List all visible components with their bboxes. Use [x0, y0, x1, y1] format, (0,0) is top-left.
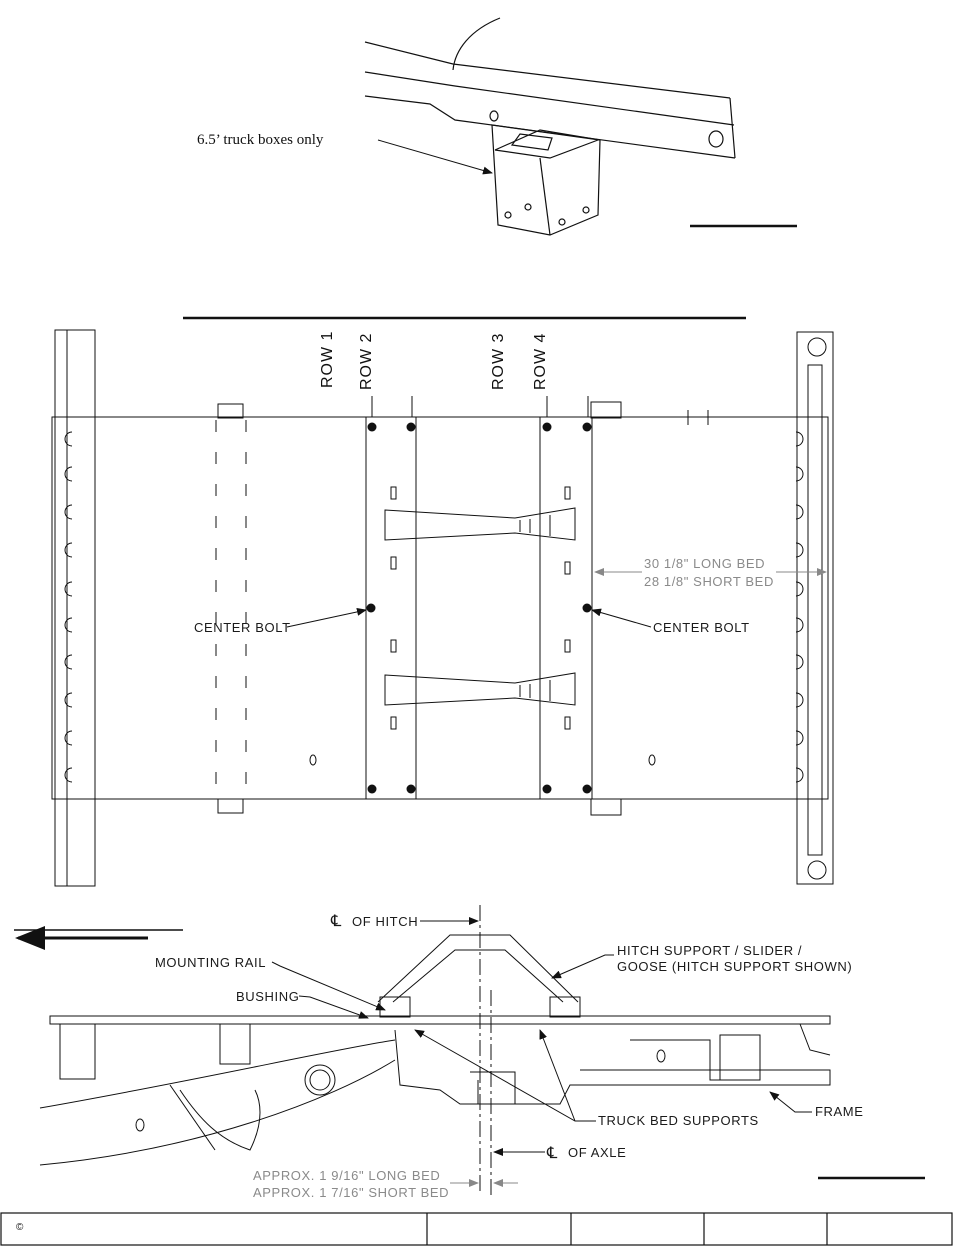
center-bolt-right-label: CENTER BOLT — [653, 620, 750, 635]
hitch-support-leader — [551, 954, 614, 979]
callout-arrow — [377, 139, 493, 175]
bolt-markers — [366, 422, 592, 794]
hitch-support-label-2: GOOSE (HITCH SUPPORT SHOWN) — [617, 959, 852, 974]
title-block — [0, 1212, 953, 1246]
bushing-label: BUSHING — [236, 989, 299, 1004]
row-label-1: ROW 1 — [319, 331, 336, 388]
hitch-support-label-1: HITCH SUPPORT / SLIDER / — [617, 943, 802, 958]
mounting-rail-leader — [271, 961, 386, 1011]
centerline-symbol-axle: ℄ — [546, 1145, 558, 1162]
frame-leader — [769, 1091, 812, 1113]
plan-view — [51, 329, 834, 887]
frame-label: FRAME — [815, 1104, 864, 1119]
center-bolt-left-label: CENTER BOLT — [194, 620, 291, 635]
cl-axle-label: OF AXLE — [568, 1145, 626, 1160]
mounting-rail-label: MOUNTING RAIL — [155, 955, 266, 970]
dim-long-bed: 30 1/8" LONG BED — [644, 556, 765, 571]
dim-short-bed: 28 1/8" SHORT BED — [644, 574, 774, 589]
truck-bed-supports-leader-2 — [539, 1029, 576, 1122]
truck-box-callout: 6.5’ truck boxes only — [197, 132, 324, 148]
row-label-3: ROW 3 — [490, 333, 507, 390]
row-label-4: ROW 4 — [532, 333, 549, 390]
center-bolt-right-leader — [591, 608, 652, 628]
centerline-symbol-hitch: ℄ — [330, 913, 342, 930]
bushing-leader — [298, 995, 369, 1019]
copyright-mark: © — [16, 1222, 24, 1233]
truck-bed-supports-leader-1 — [414, 1029, 596, 1122]
row-label-2: ROW 2 — [358, 333, 375, 390]
truck-box-detail — [364, 17, 736, 236]
approx-short-bed: APPROX. 1 7/16" SHORT BED — [253, 1185, 449, 1200]
approx-long-bed: APPROX. 1 9/16" LONG BED — [253, 1168, 440, 1183]
cl-hitch-label: OF HITCH — [352, 914, 418, 929]
truck-bed-supports-label: TRUCK BED SUPPORTS — [598, 1113, 759, 1128]
side-view — [39, 934, 831, 1166]
center-bolt-left-leader — [286, 607, 367, 628]
